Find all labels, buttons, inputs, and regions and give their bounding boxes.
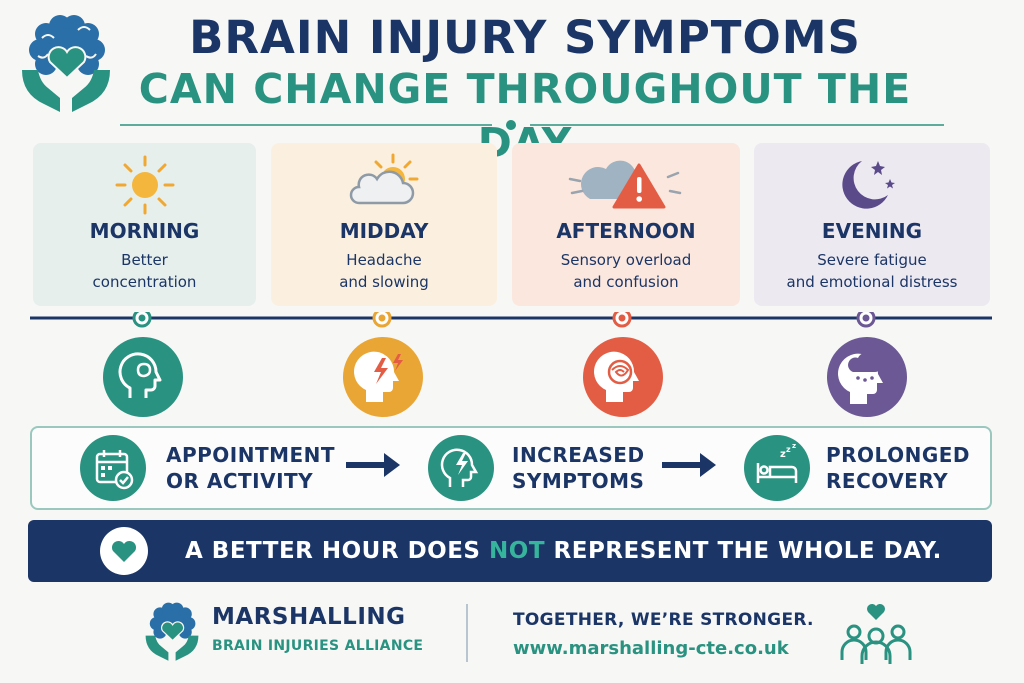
head-lightning-small-icon <box>428 435 494 501</box>
midday-title: MIDDAY <box>339 219 429 243</box>
calendar-check-icon <box>80 435 146 501</box>
day-timeline <box>30 312 992 328</box>
organization-name: MARSHALLING <box>212 604 406 630</box>
head-confusion-icon <box>583 337 663 417</box>
morning-title: MORNING <box>89 219 200 243</box>
brain-heart-hands-logo-icon <box>22 15 110 112</box>
organization-logo-icon <box>145 602 199 661</box>
svg-text:z: z <box>792 442 796 450</box>
sun-icon <box>115 155 175 215</box>
svg-text:z: z <box>786 445 791 454</box>
key-message-text: A BETTER HOUR DOES NOT REPRESENT THE WHO… <box>185 538 942 564</box>
slogan: TOGETHER, WE’RE STRONGER. <box>513 610 814 630</box>
website-link[interactable]: www.marshalling-cte.co.uk <box>513 638 789 659</box>
key-message-banner <box>28 520 992 582</box>
head-raincloud-icon <box>827 337 907 417</box>
community-heart-icon <box>840 604 912 664</box>
heart-icon <box>100 527 148 575</box>
flow-panel <box>30 426 992 510</box>
footer-divider <box>466 604 468 662</box>
head-lightning-icon <box>343 337 423 417</box>
warning-cloud-icon <box>568 160 682 209</box>
bed-sleep-icon: z z z <box>744 435 810 501</box>
arrow-right-icon <box>662 453 716 477</box>
main-title: BRAIN INJURY SYMPTOMS <box>189 11 861 64</box>
subtitle: CAN CHANGE THROUGHOUT THE DAY <box>138 65 912 167</box>
evening-title: EVENING <box>821 219 923 243</box>
afternoon-title: AFTERNOON <box>556 219 696 243</box>
svg-text:z: z <box>780 449 786 460</box>
head-brain-icon <box>103 337 183 417</box>
arrow-right-icon <box>346 453 400 477</box>
cloud-sun-icon <box>349 153 419 205</box>
moon-stars-icon <box>842 161 895 209</box>
title-divider <box>120 120 944 130</box>
organization-subtitle: BRAIN INJURIES ALLIANCE <box>212 638 424 654</box>
